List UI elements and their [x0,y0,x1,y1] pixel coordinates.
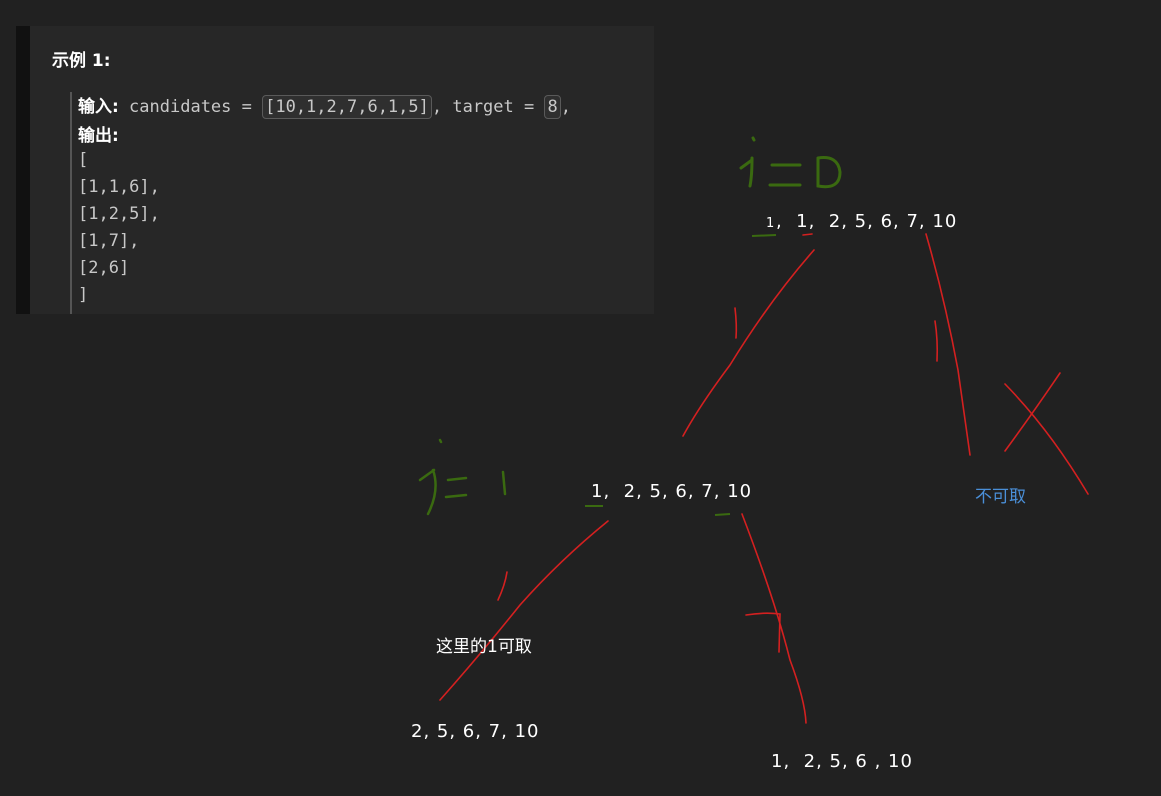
output-line: [1,7], [78,231,140,251]
not-allowed-note: 不可取 [975,487,1026,507]
input-line: 输入: candidates = [10,1,2,7,6,1,5], targe… [78,92,571,119]
top-sequence: , 1, 2, 5, 6, 7, 10 [776,211,958,232]
input-suffix: , [560,97,571,117]
mid-sequence: 1, 2, 5, 6, 7, 10 [591,481,753,502]
output-line: [1,2,5], [78,204,160,224]
output-line: [1,1,6], [78,177,160,197]
panel-content: 示例 1: 输入: candidates = [10,1,2,7,6,1,5],… [30,26,654,314]
candidates-chip: [10,1,2,7,6,1,5] [262,95,432,119]
top-sequence-first: 1 [766,216,776,231]
right-leaf-sequence: 1, 2, 5, 6 , 10 [771,751,913,772]
input-label: 输入: [78,97,119,117]
input-mid: , target = [431,97,545,117]
panel-accent-bar [16,26,30,314]
blockquote-rule [70,92,72,314]
allowed-note: 这里的1可取 [436,637,532,657]
input-prefix: candidates = [118,97,263,117]
output-label: 输出: [78,126,119,146]
output-line: [2,6] [78,258,130,278]
output-line: [ [78,150,89,170]
target-chip: 8 [544,95,561,119]
example-panel: 示例 1: 输入: candidates = [10,1,2,7,6,1,5],… [16,26,654,314]
example-title: 示例 1: [52,51,111,71]
green-label-i1 [418,438,507,516]
output-line: ] [78,285,89,305]
left-leaf-sequence: 2, 5, 6, 7, 10 [411,721,540,742]
green-label-i0 [739,136,842,189]
